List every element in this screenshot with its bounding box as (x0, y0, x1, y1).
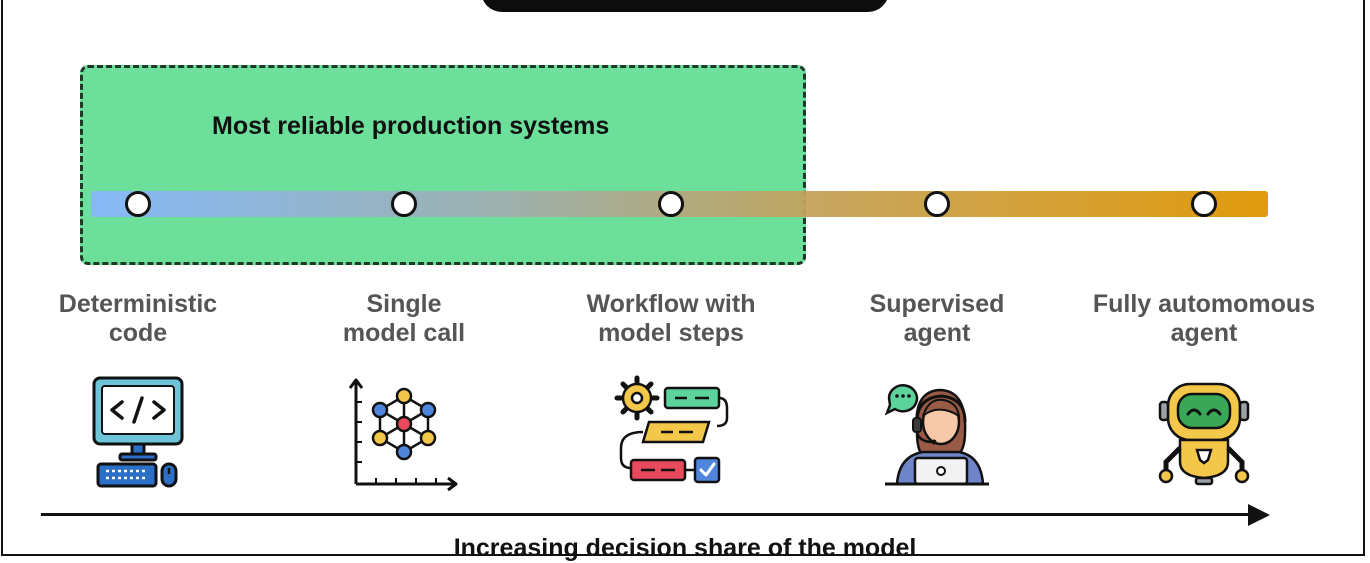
stage-label-line: model call (342, 319, 466, 347)
workflow-icon (614, 375, 729, 484)
reliable-zone-box (80, 65, 806, 265)
stage-label-line: agent (903, 319, 971, 347)
reliable-zone-label: Most reliable production systems (212, 112, 610, 140)
decision-axis-line (41, 513, 1251, 516)
stage-label-autonomous: Fully automomous agent (1064, 290, 1344, 348)
computer-code-icon (92, 376, 184, 488)
stage-label-line: agent (1170, 319, 1238, 347)
stage-label-single-model: Single model call (264, 290, 544, 348)
stage-label-line: model steps (598, 319, 744, 347)
stage-node-1 (125, 191, 151, 217)
stage-label-supervised: Supervised agent (797, 290, 1077, 348)
stage-label-line: Fully automomous (1092, 290, 1316, 318)
stage-node-4 (924, 191, 950, 217)
model-graph-icon (348, 378, 458, 492)
stage-label-line: Single (366, 290, 442, 318)
stage-label-deterministic: Deterministic code (0, 290, 278, 348)
stage-label-line: Deterministic (58, 290, 218, 318)
stage-label-workflow: Workflow with model steps (531, 290, 811, 348)
robot-icon (1158, 382, 1250, 486)
decision-axis-arrowhead (1248, 504, 1270, 526)
stage-label-line: code (108, 319, 168, 347)
stage-node-5 (1191, 191, 1217, 217)
stage-node-3 (658, 191, 684, 217)
support-agent-icon (884, 384, 989, 486)
title-pill (481, 0, 889, 12)
stage-label-line: Workflow with (586, 290, 756, 318)
stage-label-line: Supervised (869, 290, 1005, 318)
stage-node-2 (391, 191, 417, 217)
decision-axis-label: Increasing decision share of the model (453, 534, 917, 562)
